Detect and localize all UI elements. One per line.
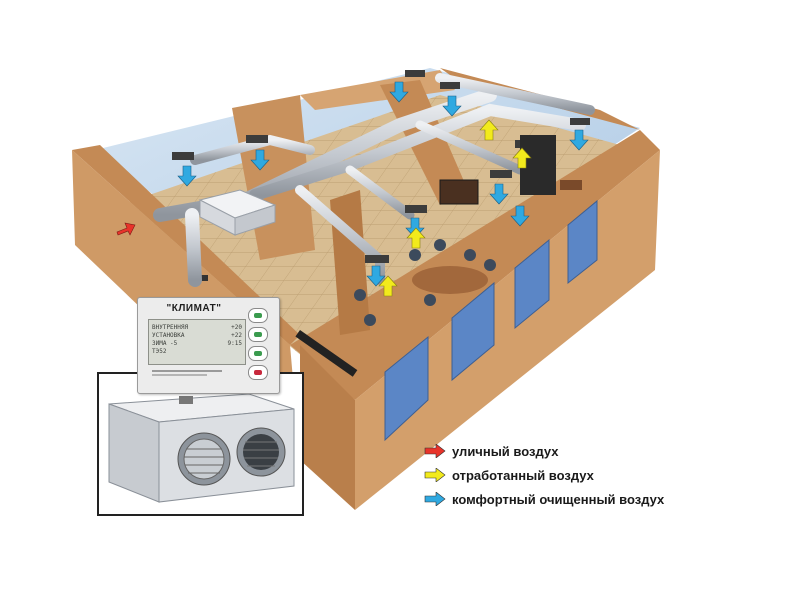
painting [439, 179, 479, 205]
screen-row: ЗИМА -5 9:15 [149, 340, 245, 348]
legend-item-street-air: уличный воздух [424, 440, 724, 462]
comfort-air-arrow [177, 165, 197, 187]
diffuser [440, 82, 460, 89]
comfort-air-arrow [569, 129, 589, 151]
up-icon [248, 308, 268, 323]
chair [484, 259, 496, 271]
duct-branch [415, 120, 525, 175]
diffuser [405, 70, 425, 77]
desk [560, 180, 582, 190]
screen-row-value: +22 [231, 332, 242, 339]
exhaust-air-arrow [406, 227, 426, 249]
fan-icon [248, 327, 268, 342]
window [514, 238, 550, 330]
chair [434, 239, 446, 251]
down-icon [248, 346, 268, 361]
exhaust-air-arrow-icon [424, 468, 446, 482]
window [567, 199, 598, 285]
comfort-air-arrow [442, 95, 462, 117]
comfort-air-arrow [510, 205, 530, 227]
window [384, 335, 429, 442]
legend-item-exhaust-air: отработанный воздух [424, 464, 724, 486]
chair [354, 289, 366, 301]
screen-row-label: ВНУТРЕННЯЯ [152, 324, 189, 331]
partition-3 [380, 80, 470, 205]
street-air-arrow-icon [424, 444, 446, 458]
furniture [354, 135, 582, 326]
screen-row: ВНУТРЕННЯЯ +20 [149, 324, 245, 332]
outer-wall-left [72, 145, 300, 345]
duct-vertical [185, 208, 202, 287]
power-icon [248, 365, 268, 380]
legend-label: отработанный воздух [452, 467, 594, 483]
chair [409, 249, 421, 261]
diffuser [490, 170, 512, 178]
comfort-air-arrow [250, 149, 270, 171]
screen-row: УСТАНОВКА +22 [149, 332, 245, 340]
chair [464, 249, 476, 261]
partition-2 [300, 70, 455, 110]
legend-label: уличный воздух [452, 443, 559, 459]
control-panel-buttons [248, 308, 268, 384]
ventilation-unit-frame [97, 372, 304, 516]
screen-row-label: УСТАНОВКА [152, 332, 185, 339]
heater [295, 329, 358, 377]
duct-main-2 [249, 103, 586, 201]
street-air-arrow [116, 222, 136, 236]
air-handling-unit [198, 189, 277, 236]
outer-wall-front [290, 130, 660, 400]
diffuser [570, 118, 590, 125]
comfort-air-arrow [366, 265, 386, 287]
windows [384, 199, 598, 442]
screen-row: ТЭ52 [149, 348, 245, 356]
comfort-air-arrow-icon [424, 492, 446, 506]
diffuser [246, 135, 268, 143]
exhaust-air-arrow [512, 147, 532, 169]
chair [364, 314, 376, 326]
screen-row-label: ТЭ52 [152, 348, 167, 355]
exhaust-air-arrow [378, 275, 398, 297]
control-panel-title: "КЛИМАТ" [166, 303, 222, 314]
diffuser [172, 152, 194, 160]
legend-label: комфортный очищенный воздух [452, 491, 665, 507]
screen-row-value: +20 [231, 324, 242, 331]
table [412, 266, 488, 294]
duct-branch [345, 165, 415, 220]
duct-branch [190, 134, 315, 165]
window [451, 281, 495, 382]
airflow-arrows [116, 81, 589, 297]
chair [424, 294, 436, 306]
legend: уличный воздух отработанный воздух комфо… [424, 440, 724, 512]
screen-row-value: 9:15 [227, 340, 242, 347]
ventilation-unit [108, 393, 295, 503]
duct-branch [435, 73, 595, 115]
exhaust-air-arrow [479, 119, 499, 141]
screen-row-label: ЗИМА -5 [152, 340, 178, 347]
legend-item-comfort-air: комфортный очищенный воздух [424, 488, 724, 510]
diffuser [405, 205, 427, 213]
outer-wall-front-face [300, 345, 355, 510]
diffuser [365, 255, 389, 263]
comfort-air-arrow [389, 81, 409, 103]
control-panel-caption [152, 370, 232, 376]
comfort-air-arrow [489, 183, 509, 205]
